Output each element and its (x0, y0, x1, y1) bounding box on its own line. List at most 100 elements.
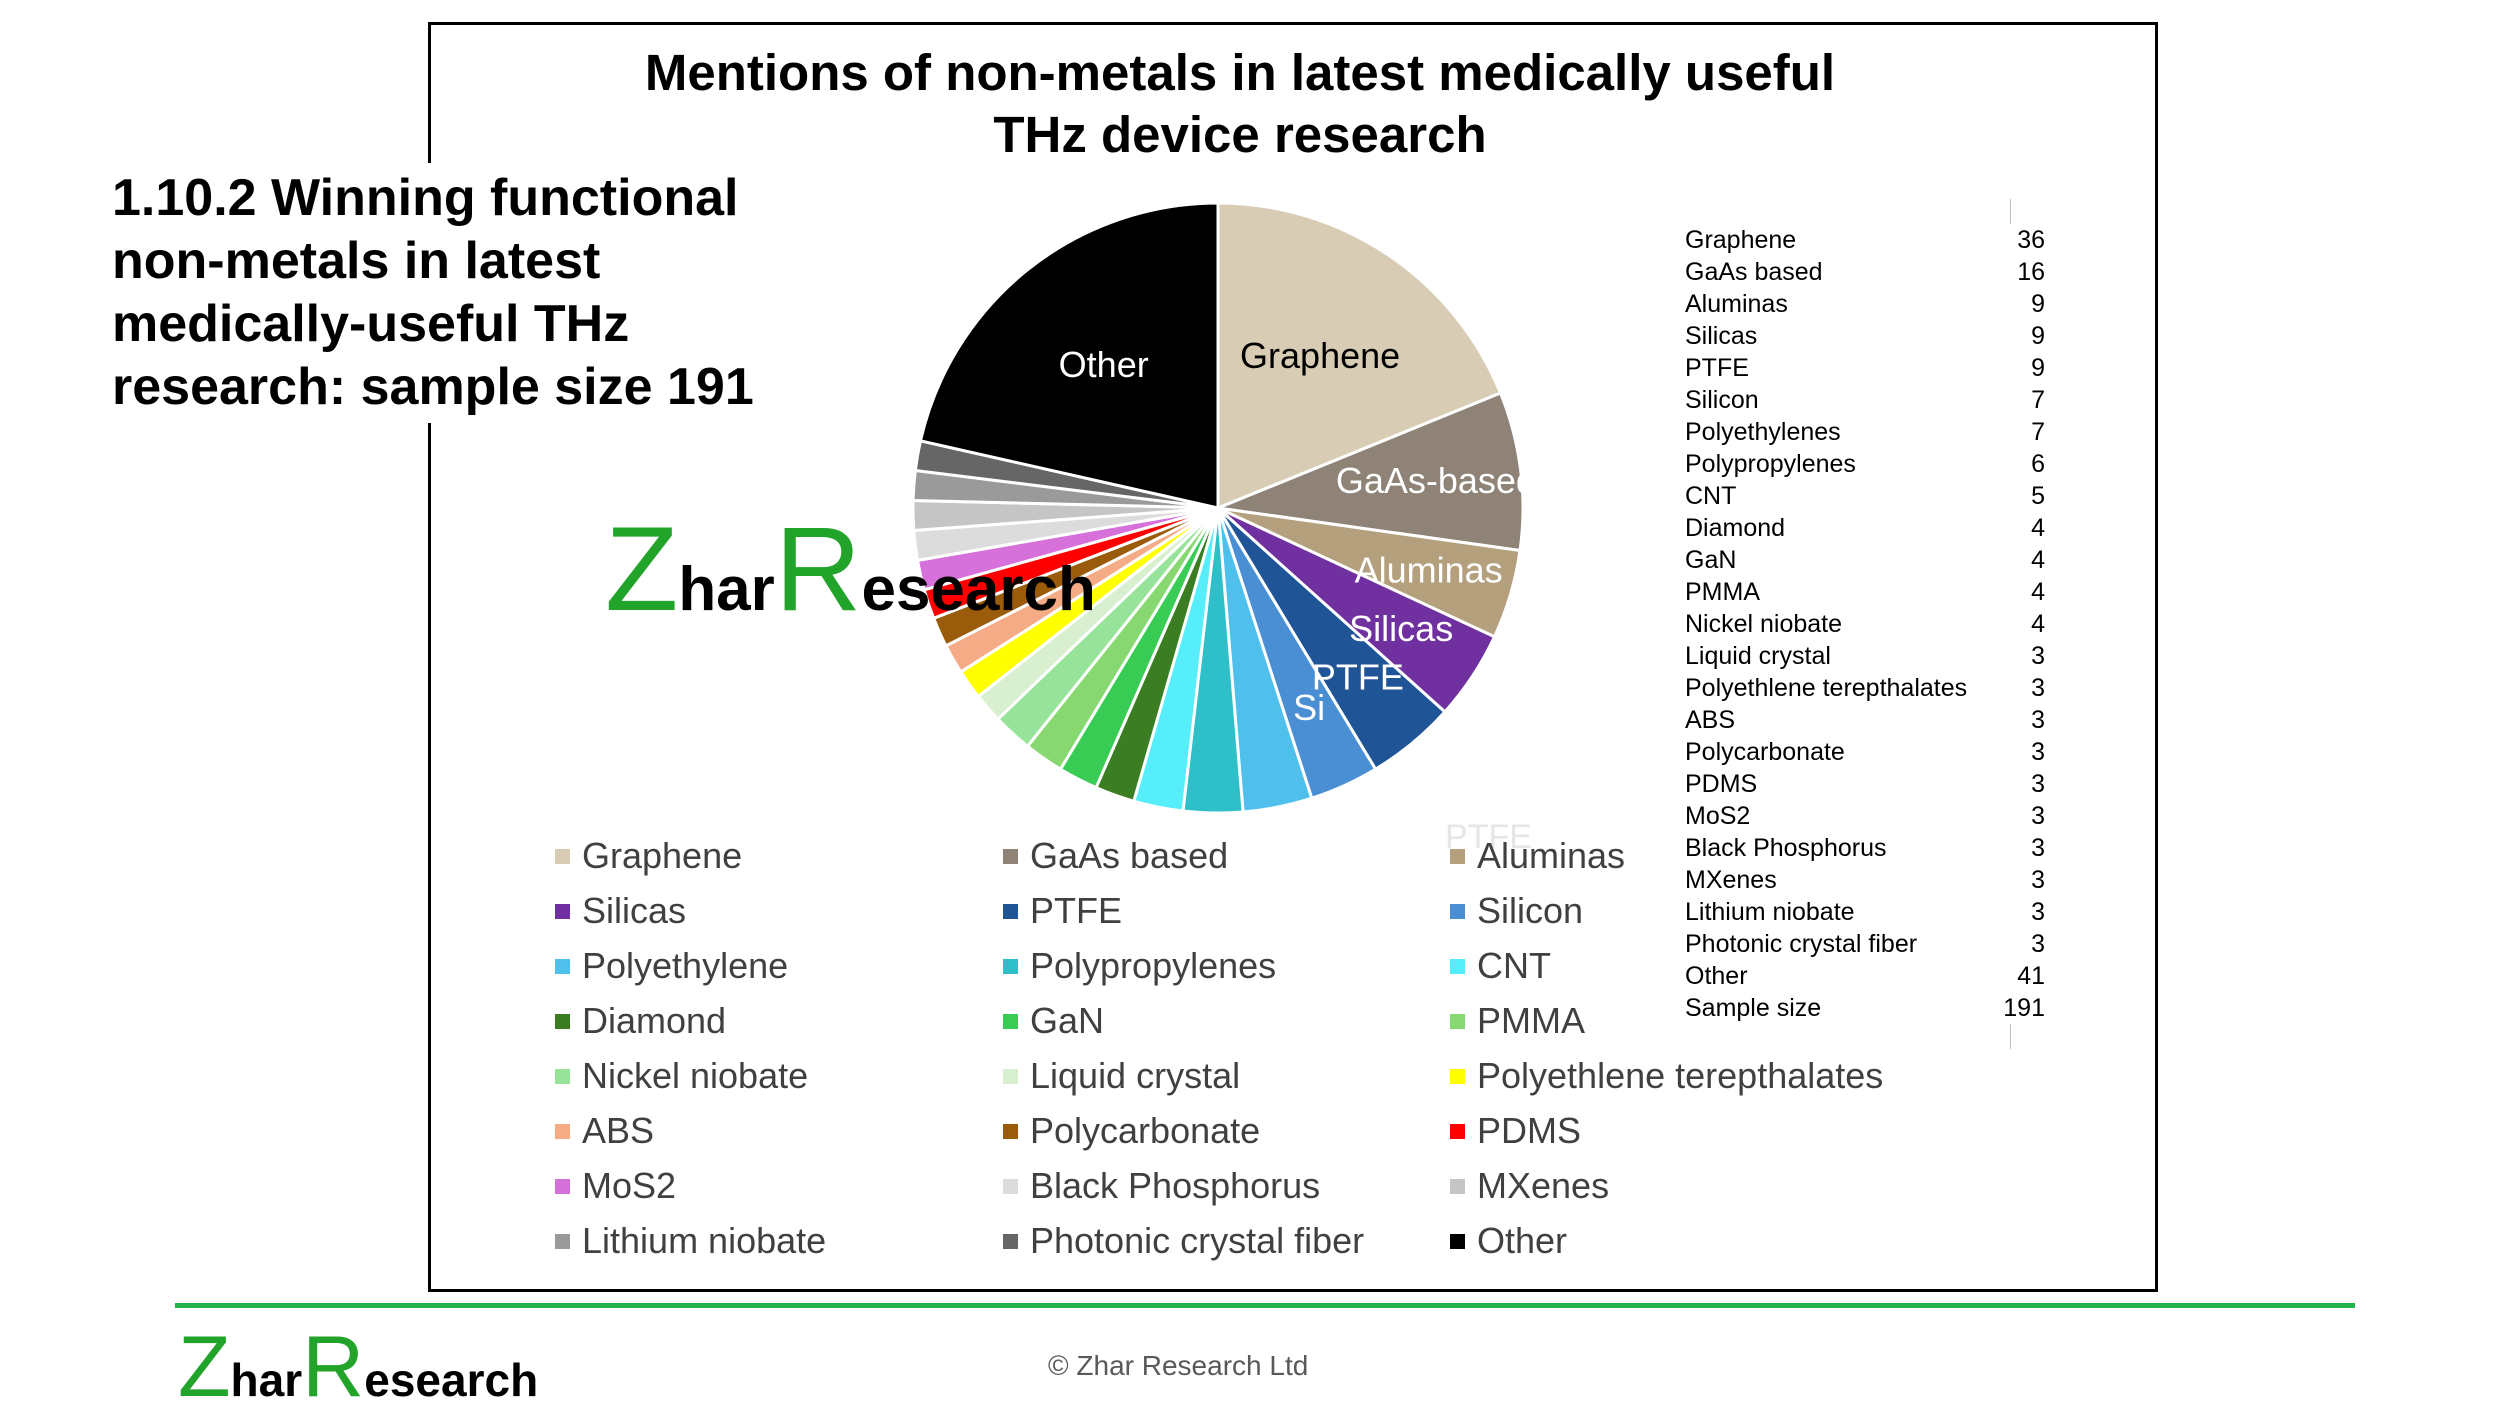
chart-title-line-1: Mentions of non-metals in latest medical… (644, 44, 1836, 101)
legend-item-silicas: Silicas (555, 890, 686, 932)
slice-label-ptfe: PTFE (1312, 656, 1404, 697)
table-row-name: Polypropylenes (1685, 450, 1856, 478)
legend-label: Photonic crystal fiber (1030, 1220, 1365, 1261)
legend-label: Polyethlene terepthalates (1477, 1055, 1884, 1096)
zhar-logo-watermark: ZharResearch (605, 502, 1096, 636)
legend-swatch (1003, 1013, 1018, 1029)
legend-swatch (1450, 1123, 1465, 1139)
legend-item-black-phosphorus: Black Phosphorus (1003, 1165, 1320, 1207)
table-row-value: 3 (2031, 738, 2045, 766)
legend-swatch (555, 1013, 570, 1029)
legend-item-lithium-niobate: Lithium niobate (555, 1220, 826, 1262)
legend-swatch (555, 1123, 570, 1139)
legend-label: MXenes (1477, 1165, 1610, 1206)
table-row-value: 5 (2031, 482, 2045, 510)
legend-label: Aluminas (1477, 835, 1626, 876)
table-row-value: 9 (2031, 290, 2045, 318)
table-row-polypropylenes: Polypropylenes 6 (1685, 448, 2045, 480)
legend-label: Polyethylene (582, 945, 789, 986)
legend-label: MoS2 (582, 1165, 677, 1206)
legend-label: Silicas (582, 890, 687, 931)
slice-label-graphene: Graphene (1240, 335, 1400, 376)
legend-item-abs: ABS (555, 1110, 654, 1152)
table-row-name: Nickel niobate (1685, 610, 1843, 638)
legend-item-graphene: Graphene (555, 835, 742, 877)
legend-label: Black Phosphorus (1030, 1165, 1321, 1206)
legend-item-ptfe: PTFE (1003, 890, 1122, 932)
table-row-name: Liquid crystal (1685, 642, 1831, 670)
legend-label: Silicon (1477, 890, 1584, 931)
legend-label: Other (1477, 1220, 1568, 1261)
table-row-value: 3 (2031, 674, 2045, 702)
legend-label: Liquid crystal (1030, 1055, 1241, 1096)
table-row-value: 3 (2031, 898, 2045, 926)
slice-label-gaas-based: GaAs-based (1336, 460, 1536, 501)
legend-swatch (1450, 903, 1465, 919)
table-row-value: 6 (2031, 450, 2045, 478)
table-row-name: Photonic crystal fiber (1685, 930, 1918, 958)
legend-label: GaN (1030, 1000, 1105, 1041)
table-row-nickel-niobate: Nickel niobate 4 (1685, 608, 2045, 640)
table-row-value: 3 (2031, 706, 2045, 734)
table-row-value: 4 (2031, 546, 2045, 574)
table-row-value: 3 (2031, 834, 2045, 862)
legend-item-gaas-based: GaAs based (1003, 835, 1228, 877)
table-row-silicas: Silicas 9 (1685, 320, 2045, 352)
table-row-value: 9 (2031, 354, 2045, 382)
legend-swatch (1003, 1123, 1018, 1139)
legend-label: Graphene (582, 835, 743, 876)
legend-swatch (1003, 1233, 1018, 1249)
legend-item-polycarbonate: Polycarbonate (1003, 1110, 1260, 1152)
legend-item-pdms: PDMS (1450, 1110, 1581, 1152)
legend-swatch (1450, 848, 1465, 864)
slide-title: 1.10.2 Winning functional non-metals in … (112, 163, 812, 423)
legend-label: Lithium niobate (582, 1220, 827, 1261)
table-row-name: Black Phosphorus (1685, 834, 1887, 862)
legend-item-mxenes: MXenes (1450, 1165, 1609, 1207)
legend-item-nickel-niobate: Nickel niobate (555, 1055, 808, 1097)
table-row-name: Diamond (1685, 514, 1786, 542)
table-row-value: 191 (2003, 994, 2045, 1022)
table-row-name: ABS (1685, 706, 1736, 734)
zhar-logo-footer: ZharResearch (178, 1319, 539, 1415)
legend-label: PTFE (1030, 890, 1123, 931)
legend-swatch (555, 848, 570, 864)
legend-item-polyethlene-terepthalates: Polyethlene terepthalates (1450, 1055, 1883, 1097)
table-row-name: MXenes (1685, 866, 1777, 894)
legend-label: Nickel niobate (582, 1055, 809, 1096)
table-row-value: 9 (2031, 322, 2045, 350)
legend-swatch (555, 958, 570, 974)
legend-item-photonic-crystal-fiber: Photonic crystal fiber (1003, 1220, 1364, 1262)
copyright-text: © Zhar Research Ltd (1048, 1350, 1309, 1381)
table-row-name: GaAs based (1685, 258, 1823, 286)
table-row-name: Silicas (1685, 322, 1758, 350)
table-row-name: GaN (1685, 546, 1737, 574)
table-row-value: 4 (2031, 610, 2045, 638)
legend-label: Diamond (582, 1000, 727, 1041)
slice-label-silicas: Silicas (1349, 608, 1453, 649)
legend-item-mos2: MoS2 (555, 1165, 676, 1207)
table-row-value: 7 (2031, 418, 2045, 446)
pie-slice-gaas-based (1212, 391, 1525, 553)
table-row-value: 7 (2031, 386, 2045, 414)
table-row-name: MoS2 (1685, 802, 1751, 830)
legend-swatch (1003, 903, 1018, 919)
table-row-value: 3 (2031, 770, 2045, 798)
legend-swatch (555, 903, 570, 919)
legend-swatch (555, 1233, 570, 1249)
table-row-name: Graphene (1685, 226, 1797, 254)
slice-label-other: Other (1059, 344, 1149, 385)
legend-label: Polypropylenes (1030, 945, 1277, 986)
